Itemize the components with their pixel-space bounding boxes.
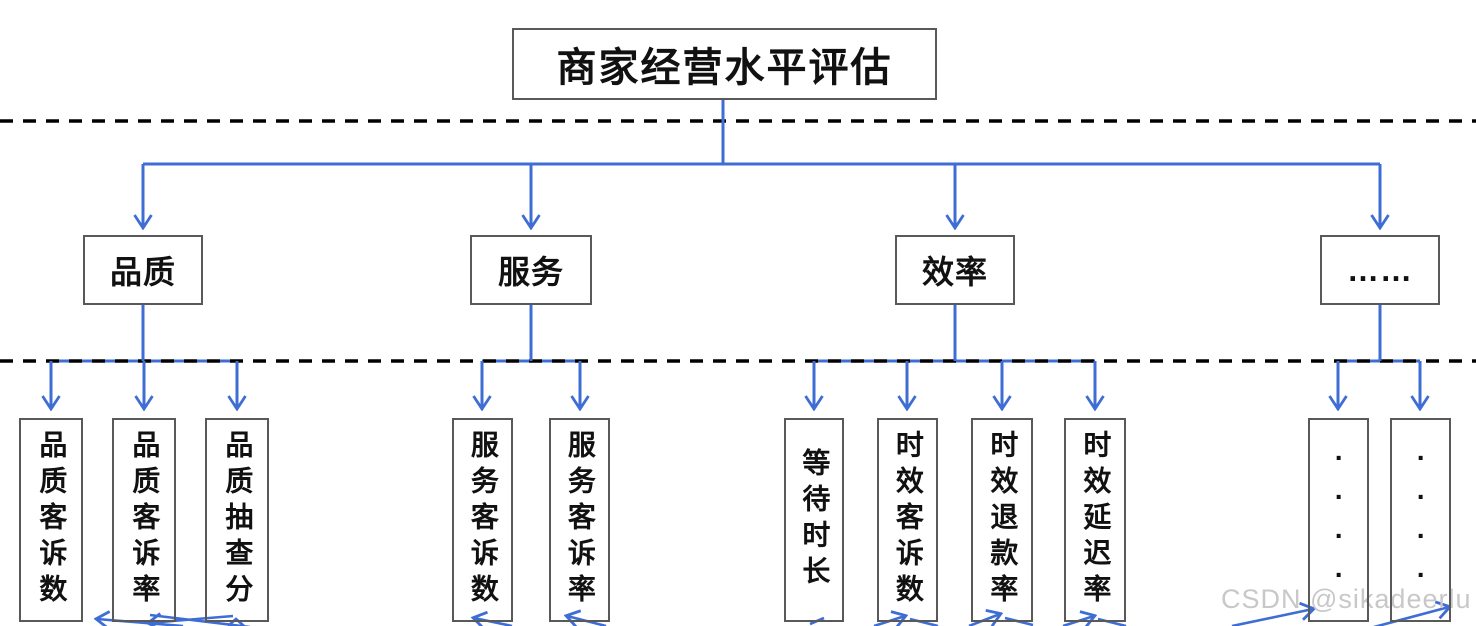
level1-connectors — [143, 100, 1380, 227]
csdn-watermark: CSDN @sikadeerlu — [1221, 584, 1472, 614]
category-node-more: …… — [1320, 235, 1440, 305]
metric-label: 品质客诉率 — [129, 430, 161, 610]
metric-node-timeliness-refund-rate: 时效退款率 — [971, 418, 1033, 622]
metric-node-quality-spotcheck-score: 品质抽查分 — [205, 418, 269, 622]
metric-label: 时效延迟率 — [1080, 430, 1112, 610]
metric-label: 时效退款率 — [987, 430, 1019, 610]
metric-node-timeliness-delay-rate: 时效延迟率 — [1064, 418, 1126, 622]
metric-label: 服务客诉数 — [467, 430, 499, 610]
metric-label: 服务客诉率 — [564, 430, 596, 610]
metric-node-quality-complaint-count: 品质客诉数 — [19, 418, 83, 622]
metric-node-ellipsis-1: ···· — [1308, 418, 1369, 622]
metric-label: 等待时长 — [799, 448, 831, 592]
category-label: 品质 — [109, 254, 176, 290]
category-label: 效率 — [921, 254, 988, 290]
category-node-service: 服务 — [470, 235, 592, 305]
category-label: 服务 — [497, 254, 564, 290]
metric-node-quality-complaint-rate: 品质客诉率 — [112, 418, 176, 622]
root-node: 商家经营水平评估 — [512, 28, 937, 100]
metric-label: ···· — [1405, 442, 1437, 598]
level2-stems — [141, 305, 1382, 361]
metric-label: 时效客诉数 — [892, 430, 924, 610]
root-node-label: 商家经营水平评估 — [556, 46, 893, 90]
category-label: …… — [1347, 251, 1413, 288]
category-node-efficiency: 效率 — [895, 235, 1015, 305]
metric-label: 品质客诉数 — [36, 430, 68, 610]
metric-label: ···· — [1323, 442, 1355, 598]
metric-label: 品质抽查分 — [222, 430, 254, 610]
metric-node-service-complaint-rate: 服务客诉率 — [549, 418, 610, 622]
metric-node-ellipsis-2: ···· — [1390, 418, 1451, 622]
metric-node-timeliness-complaint-count: 时效客诉数 — [877, 418, 938, 622]
metric-node-waiting-time: 等待时长 — [784, 418, 844, 622]
dashed-separator-lines — [0, 119, 1476, 363]
category-node-quality: 品质 — [83, 235, 203, 305]
metric-node-service-complaint-count: 服务客诉数 — [452, 418, 513, 622]
leaf-drop-arrows — [51, 361, 1420, 408]
